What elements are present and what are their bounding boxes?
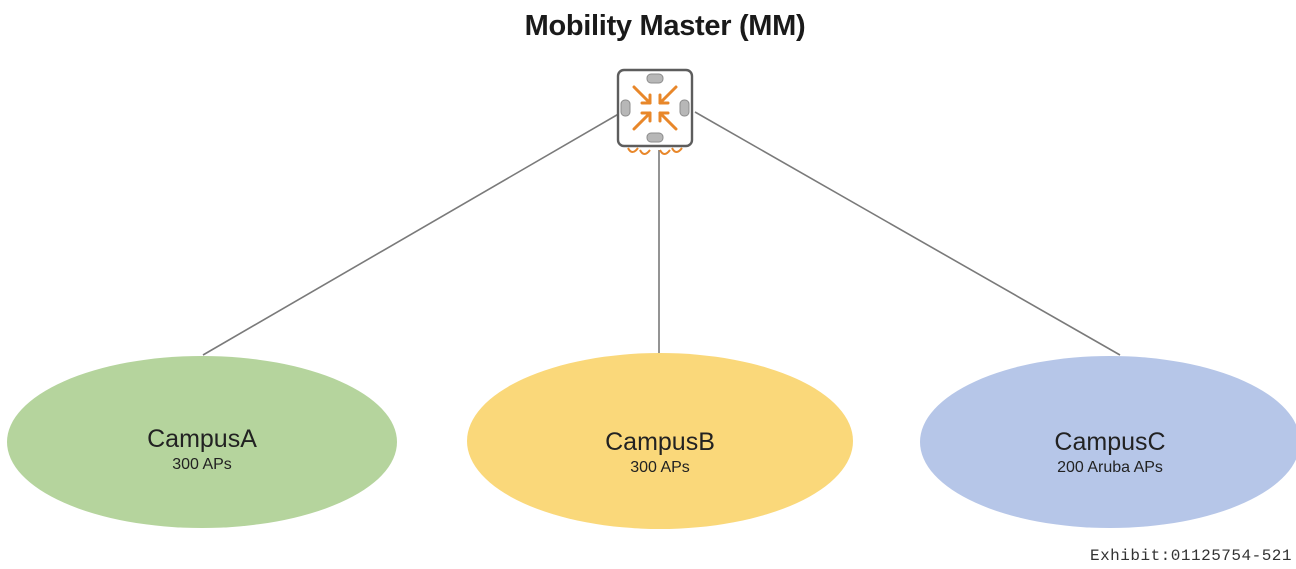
exhibit-id: Exhibit:01125754-521 <box>1089 547 1292 565</box>
campus-a-ap-count: 300 APs <box>172 456 232 473</box>
campus-b-ellipse <box>467 353 853 529</box>
campus-c-ellipse <box>920 356 1296 528</box>
campus-a-node: CampusA 300 APs <box>102 425 302 475</box>
campus-a-name: CampusA <box>147 425 257 453</box>
campus-c-node: CampusC 200 Aruba APs <box>1010 428 1210 478</box>
campus-c-ap-count: 200 Aruba APs <box>1057 459 1163 476</box>
campus-b-ap-count: 300 APs <box>630 459 690 476</box>
campus-b-node: CampusB 300 APs <box>560 428 760 478</box>
campus-a-ellipse <box>7 356 397 528</box>
campus-b-name: CampusB <box>605 428 715 456</box>
diagram-title: Mobility Master (MM) <box>524 10 806 42</box>
campus-c-name: CampusC <box>1054 428 1166 456</box>
link-mm-campus-a <box>202 111 623 356</box>
mobility-master-controller-icon <box>616 68 694 155</box>
link-mm-campus-c <box>694 111 1121 356</box>
